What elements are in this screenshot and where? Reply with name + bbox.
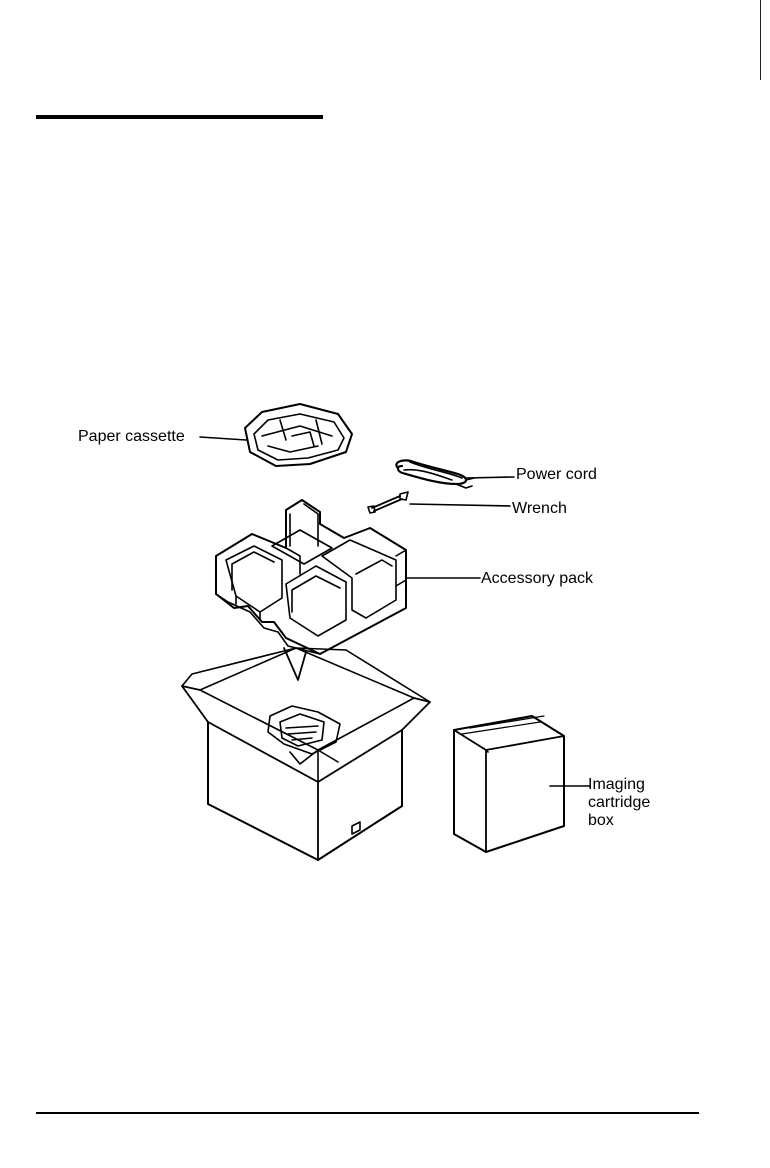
wrench-leader bbox=[410, 504, 510, 506]
label-wrench: Wrench bbox=[512, 500, 567, 518]
wrench-drawing bbox=[368, 492, 408, 513]
shipping-box-drawing bbox=[182, 648, 430, 860]
power-cord-leader bbox=[466, 477, 514, 478]
label-paper-cassette: Paper cassette bbox=[78, 428, 185, 446]
label-imaging-cartridge-box: Imaging cartridge box bbox=[588, 776, 650, 830]
insert-arrow bbox=[284, 648, 306, 680]
label-accessory-pack: Accessory pack bbox=[481, 570, 593, 588]
label-power-cord: Power cord bbox=[516, 466, 597, 484]
imaging-cartridge-box-drawing bbox=[454, 716, 564, 852]
accessory-pack-drawing bbox=[216, 500, 406, 654]
paper-cassette-leader bbox=[200, 437, 246, 440]
power-cord-drawing bbox=[396, 460, 474, 488]
footer-rule bbox=[36, 1112, 699, 1114]
paper-cassette-drawing bbox=[245, 404, 352, 466]
